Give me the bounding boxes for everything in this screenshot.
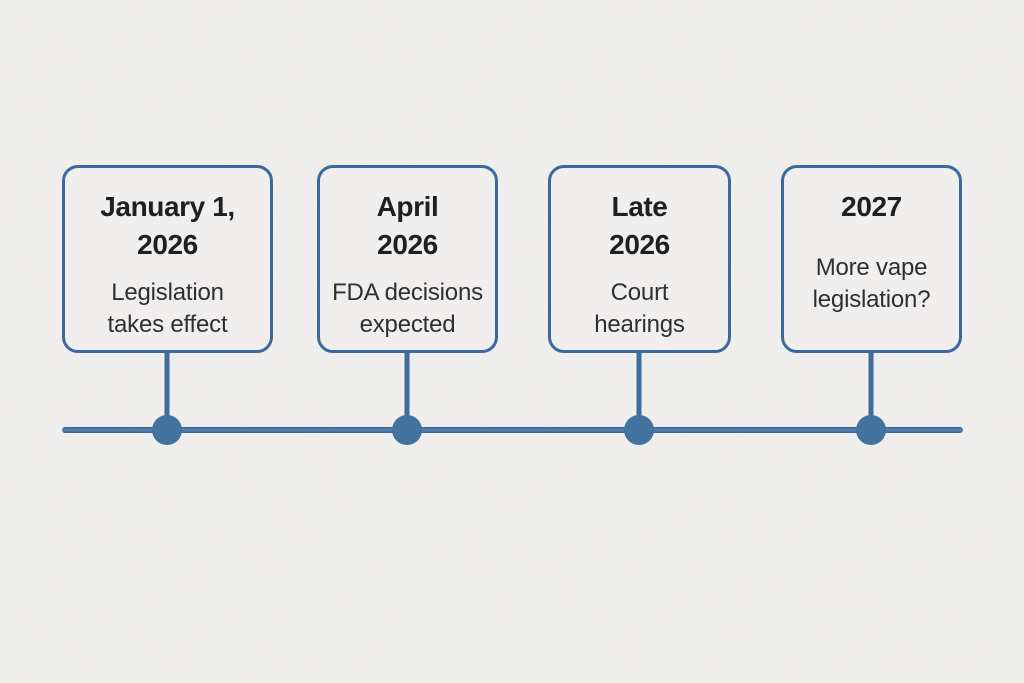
timeline-dot bbox=[392, 415, 422, 445]
timeline-axis bbox=[62, 427, 963, 433]
event-title: April 2026 bbox=[376, 191, 439, 260]
event-subtitle: Legislation takes effect bbox=[107, 279, 228, 338]
event-box-late-2026: Late 2026 Court hearings bbox=[548, 165, 731, 353]
event-box-april-2026: April 2026 FDA decisions expected bbox=[317, 165, 498, 353]
event-box-january-2026: January 1, 2026 Legislation takes effect bbox=[62, 165, 273, 353]
event-subtitle: Court hearings bbox=[594, 279, 685, 338]
timeline-dot bbox=[152, 415, 182, 445]
timeline-dot bbox=[624, 415, 654, 445]
event-title: Late 2026 bbox=[609, 191, 670, 260]
event-title: 2027 bbox=[841, 191, 902, 222]
event-box-2027: 2027 More vape legislation? bbox=[781, 165, 962, 353]
event-subtitle: More vape legislation? bbox=[812, 254, 931, 313]
event-title: January 1, 2026 bbox=[100, 191, 235, 260]
timeline-dot bbox=[856, 415, 886, 445]
event-subtitle: FDA decisions expected bbox=[332, 279, 483, 338]
